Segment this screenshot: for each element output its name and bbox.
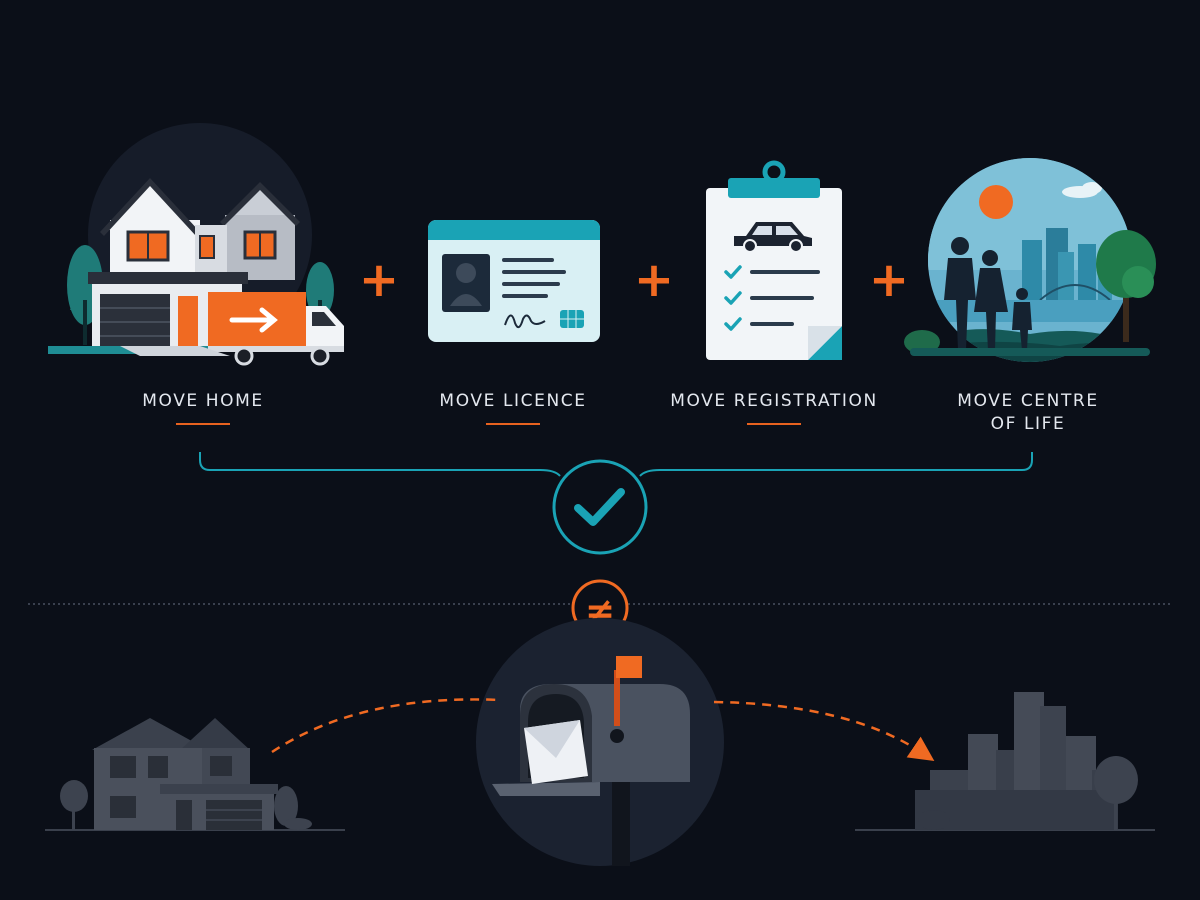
house-with-moving-truck-icon <box>48 123 344 366</box>
dim-city-icon <box>855 692 1155 831</box>
checkmark-icon <box>552 459 648 555</box>
grouping-bracket <box>199 452 1033 477</box>
plus-sign-3: + <box>869 252 909 308</box>
dashed-arrow-right <box>713 700 935 761</box>
step-underline-1 <box>176 423 230 425</box>
drivers-licence-card-icon <box>428 220 600 342</box>
dim-house-icon <box>45 718 345 831</box>
dashed-arrow-left <box>271 698 501 754</box>
step-label-move-registration: MOVE REGISTRATION <box>670 391 878 411</box>
step-label-move-home: MOVE HOME <box>142 391 264 411</box>
mailbox-with-letter-icon <box>476 618 724 866</box>
plus-sign-1: + <box>359 252 399 308</box>
step-underline-2 <box>486 423 540 425</box>
family-cityscape-icon <box>904 158 1156 362</box>
step-label-move-licence: MOVE LICENCE <box>439 391 587 411</box>
step-label-move-centre-of-life: MOVE CENTRE OF LIFE <box>957 391 1099 434</box>
vehicle-registration-clipboard-icon <box>706 160 842 360</box>
step-underline-3 <box>747 423 801 425</box>
plus-sign-2: + <box>634 252 674 308</box>
